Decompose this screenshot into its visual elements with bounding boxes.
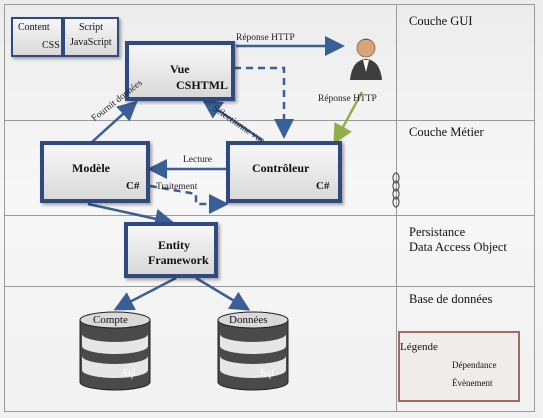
layer-bdd-label: Base de données — [409, 292, 493, 306]
controleur-box — [226, 141, 342, 203]
layer-metier-label: Couche Métier — [409, 125, 484, 139]
modele-title: Modèle — [72, 161, 110, 175]
layer-divider-vertical — [396, 4, 397, 412]
layer-divider-metier-persistance — [4, 215, 535, 216]
arrow-entity-donnees — [195, 276, 251, 311]
legend-box — [398, 331, 520, 402]
content-box — [11, 17, 63, 57]
arrow-selectionne-vue-dashed — [234, 66, 294, 139]
layer-persistance-label: Persistance — [409, 225, 466, 239]
vue-title: Vue — [170, 62, 190, 76]
legend-title: Légende — [400, 341, 438, 353]
database-donnees-sub: Sql — [260, 368, 275, 379]
script-sub: JavaScript — [70, 37, 112, 48]
controleur-title: Contrôleur — [252, 161, 310, 175]
database-compte-label: Compte — [93, 314, 128, 326]
arrow-traitement — [149, 184, 229, 214]
entity-framework-box — [124, 222, 218, 278]
label-reponse-http-top: Réponse HTTP — [236, 33, 295, 43]
layer-gui-label: Couche GUI — [409, 14, 473, 28]
database-donnees-icon — [217, 311, 289, 391]
modele-sub: C# — [126, 180, 140, 192]
layer-dao-label: Data Access Object — [409, 240, 507, 254]
controleur-sub: C# — [316, 180, 330, 192]
entity-line2: Framework — [148, 253, 209, 267]
chain-icon — [392, 172, 400, 208]
vue-box — [125, 41, 235, 101]
vue-sub: CSHTML — [176, 78, 229, 92]
database-compte-sub: Sql — [122, 368, 137, 379]
legend-dependance-label: Dépendance — [452, 360, 497, 370]
content-sub: CSS — [42, 40, 60, 51]
label-reponse-http-side: Réponse HTTP — [318, 94, 377, 104]
label-lecture: Lecture — [183, 155, 213, 165]
user-icon — [350, 38, 382, 80]
arrow-entity-compte — [113, 276, 177, 311]
script-title: Script — [79, 22, 103, 33]
arrow-modele-entity — [87, 202, 175, 229]
layer-divider-gui-metier — [4, 120, 535, 121]
legend-evenement-label: Évènement — [452, 378, 493, 388]
database-donnees-label: Données — [229, 314, 268, 326]
layer-divider-persistance-bdd — [4, 286, 535, 287]
entity-line1: Entity — [158, 238, 191, 252]
content-title: Content — [18, 22, 50, 33]
diagram-frame — [4, 4, 535, 412]
label-traitement: Traitement — [156, 182, 198, 192]
arrow-reponse-http-side — [333, 91, 364, 145]
script-box — [63, 17, 119, 57]
modele-box — [40, 141, 150, 203]
arrow-selectionne-vue — [201, 99, 263, 142]
database-compte-icon — [79, 311, 151, 391]
arrow-fournit-donnees — [91, 100, 138, 143]
